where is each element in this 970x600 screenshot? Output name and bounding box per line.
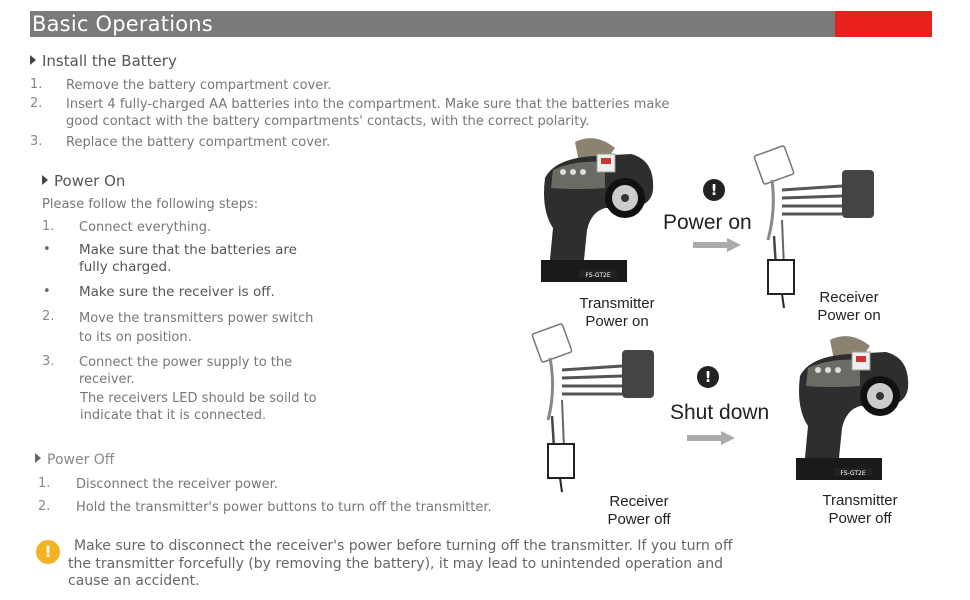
warning-icon: ! — [703, 179, 725, 201]
power-on-item-3: Make sure the receiver is off. — [79, 284, 275, 300]
caret-right-icon — [35, 453, 41, 463]
power-off-step-1: Disconnect the receiver power. — [76, 477, 278, 492]
header-bar — [30, 11, 932, 37]
power-on-item-5: Connect the power supply to the receiver… — [79, 355, 293, 387]
power-on-section-title: Power On — [42, 172, 125, 190]
install-title-text: Install the Battery — [42, 52, 177, 70]
arrow-right-icon — [687, 431, 735, 445]
power-on-note: The receivers LED should be soild to ind… — [80, 391, 317, 423]
power-on-title-text: Power On — [54, 172, 126, 190]
arrow-right-icon — [693, 238, 741, 252]
power-on-item-1: Connect everything. — [79, 220, 212, 235]
receiver-on-caption: Receiver Power on — [817, 289, 881, 324]
power-off-step-2: Hold the transmitter's power buttons to … — [76, 500, 492, 515]
transmitter-off-caption: Transmitter Power off — [822, 492, 898, 527]
power-on-item-4-marker: 2. — [42, 309, 55, 324]
shut-down-label: Shut down — [670, 401, 770, 424]
install-step-2-num: 2. — [30, 96, 43, 111]
page-title: Basic Operations — [32, 12, 213, 36]
install-step-3: Replace the battery compartment cover. — [66, 135, 331, 150]
warning-icon: ! — [697, 366, 719, 388]
power-off-step-1-num: 1. — [38, 476, 51, 491]
power-off-step-2-num: 2. — [38, 499, 51, 514]
install-step-1-num: 1. — [30, 77, 43, 92]
receiver-off-caption: Receiver Power off — [607, 493, 671, 528]
install-step-1: Remove the battery compartment cover. — [66, 78, 332, 93]
exclamation-icon: ! — [36, 540, 60, 564]
caret-right-icon — [42, 175, 48, 185]
notice-text: Make sure to disconnect the receiver's p… — [68, 538, 733, 589]
header-accent — [835, 11, 932, 37]
install-step-3-num: 3. — [30, 134, 43, 149]
power-off-section-title: Power Off — [35, 452, 114, 468]
power-off-title-text: Power Off — [47, 452, 115, 468]
receiver-off-image — [531, 323, 654, 493]
install-section-title: Install the Battery — [30, 52, 177, 70]
power-on-item-3-marker: • — [43, 284, 51, 299]
model-label-top: FS-GT2E — [585, 272, 610, 279]
transmitter-off-image: FS-GT2E — [796, 336, 909, 480]
power-on-item-1-marker: 1. — [42, 219, 55, 234]
caret-right-icon — [30, 55, 36, 65]
power-on-item-5-marker: 3. — [42, 354, 55, 369]
power-on-item-4: Move the transmitters power switch to it… — [79, 311, 314, 345]
install-step-2: Insert 4 fully-charged AA batteries into… — [66, 97, 670, 129]
power-on-item-2: Make sure that the batteries are fully c… — [79, 242, 297, 275]
power-on-intro: Please follow the following steps: — [42, 197, 259, 212]
receiver-on-image — [753, 145, 874, 309]
power-on-label: Power on — [663, 211, 752, 234]
power-on-item-2-marker: • — [43, 242, 51, 257]
transmitter-on-image: FS-GT2E — [541, 138, 654, 282]
transmitter-on-caption: Transmitter Power on — [579, 295, 655, 330]
model-label-bottom: FS-GT2E — [840, 470, 865, 477]
